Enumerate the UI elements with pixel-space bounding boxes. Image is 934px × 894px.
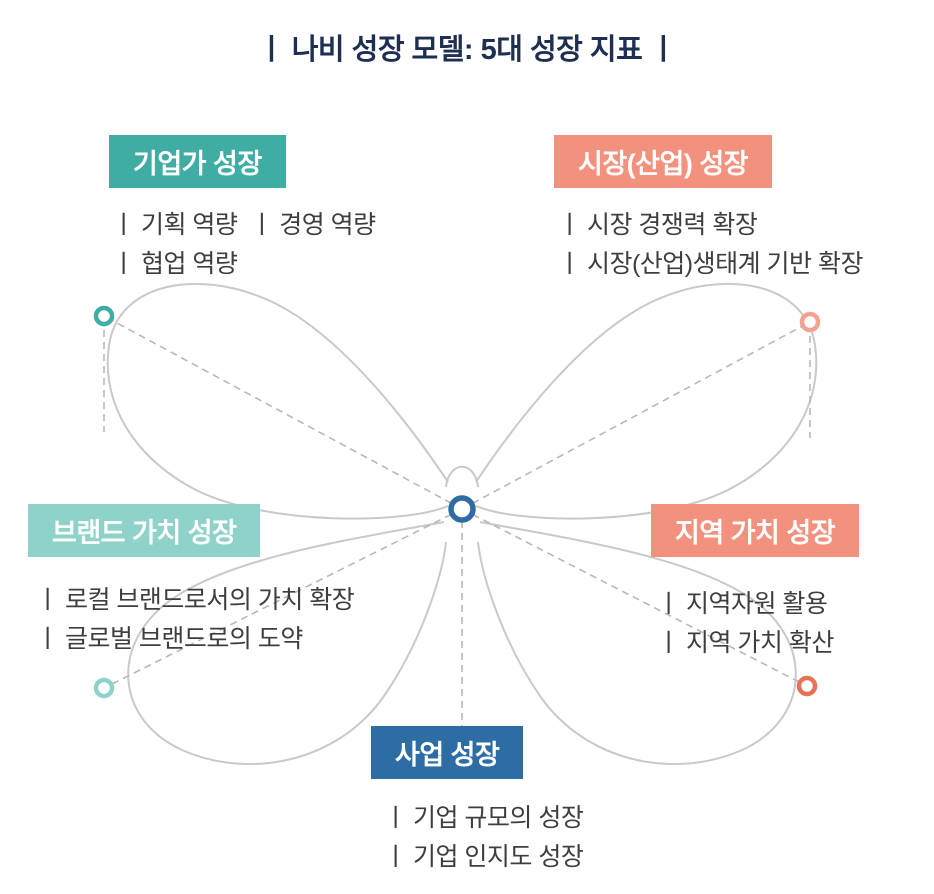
node-item: ㅣ 시장(산업)생태계 기반 확장	[558, 250, 864, 278]
center-dot	[448, 495, 476, 523]
node-item: ㅣ 글로벌 브랜드로의 도약	[36, 625, 303, 653]
node-label-region: 지역 가치 성장	[651, 504, 860, 557]
upper-right-wing	[475, 282, 818, 520]
node-items-business: ㅣ 기업 규모의 성장 ㅣ 기업 인지도 성장	[384, 799, 584, 877]
node-item: ㅣ 지역 가치 확산	[657, 629, 834, 657]
node-market: 시장(산업) 성장 ㅣ 시장 경쟁력 확장 ㅣ 시장(산업)생태계 기반 확장	[554, 135, 864, 284]
upper-left-wing	[106, 282, 449, 520]
node-dot-market	[799, 311, 821, 333]
node-item: ㅣ 로컬 브랜드로서의 가치 확장	[36, 586, 355, 614]
connector-center-to-market	[461, 321, 811, 510]
node-label-brand: 브랜드 가치 성장	[28, 504, 261, 557]
node-business: 사업 성장 ㅣ 기업 규모의 성장 ㅣ 기업 인지도 성장	[371, 726, 584, 877]
node-label-entrepreneur: 기업가 성장	[109, 135, 286, 188]
node-dot-entrepreneur	[93, 305, 115, 327]
node-label-market: 시장(산업) 성장	[554, 135, 773, 188]
node-items-market: ㅣ 시장 경쟁력 확장 ㅣ 시장(산업)생태계 기반 확장	[558, 206, 864, 284]
node-items-entrepreneur: ㅣ 기획 역량 ㅣ 경영 역량 ㅣ 협업 역량	[112, 206, 376, 284]
node-dot-brand	[93, 677, 115, 699]
node-items-region: ㅣ 지역자원 활용 ㅣ 지역 가치 확산	[657, 585, 859, 663]
node-item: ㅣ 기업 규모의 성장	[384, 804, 584, 832]
node-items-brand: ㅣ 로컬 브랜드로서의 가치 확장 ㅣ 글로벌 브랜드로의 도약	[36, 581, 355, 659]
node-item: ㅣ 협업 역량	[112, 250, 238, 278]
node-item: ㅣ 지역자원 활용	[657, 590, 828, 618]
connector-center-to-entrepreneur	[103, 315, 463, 510]
node-dot-region	[796, 675, 818, 697]
node-item: ㅣ 시장 경쟁력 확장	[558, 211, 758, 239]
node-brand: 브랜드 가치 성장 ㅣ 로컬 브랜드로서의 가치 확장 ㅣ 글로벌 브랜드로의 …	[28, 504, 355, 659]
diagram-title: ㅣ 나비 성장 모델: 5대 성장 지표 ㅣ	[257, 34, 677, 66]
node-entrepreneur: 기업가 성장 ㅣ 기획 역량 ㅣ 경영 역량 ㅣ 협업 역량	[109, 135, 376, 284]
node-item: ㅣ 기획 역량 ㅣ 경영 역량	[112, 211, 376, 239]
antenna-arch-icon	[445, 465, 479, 488]
node-region: 지역 가치 성장 ㅣ 지역자원 활용 ㅣ 지역 가치 확산	[651, 504, 860, 663]
node-item: ㅣ 기업 인지도 성장	[384, 843, 584, 871]
node-label-business: 사업 성장	[371, 726, 524, 779]
